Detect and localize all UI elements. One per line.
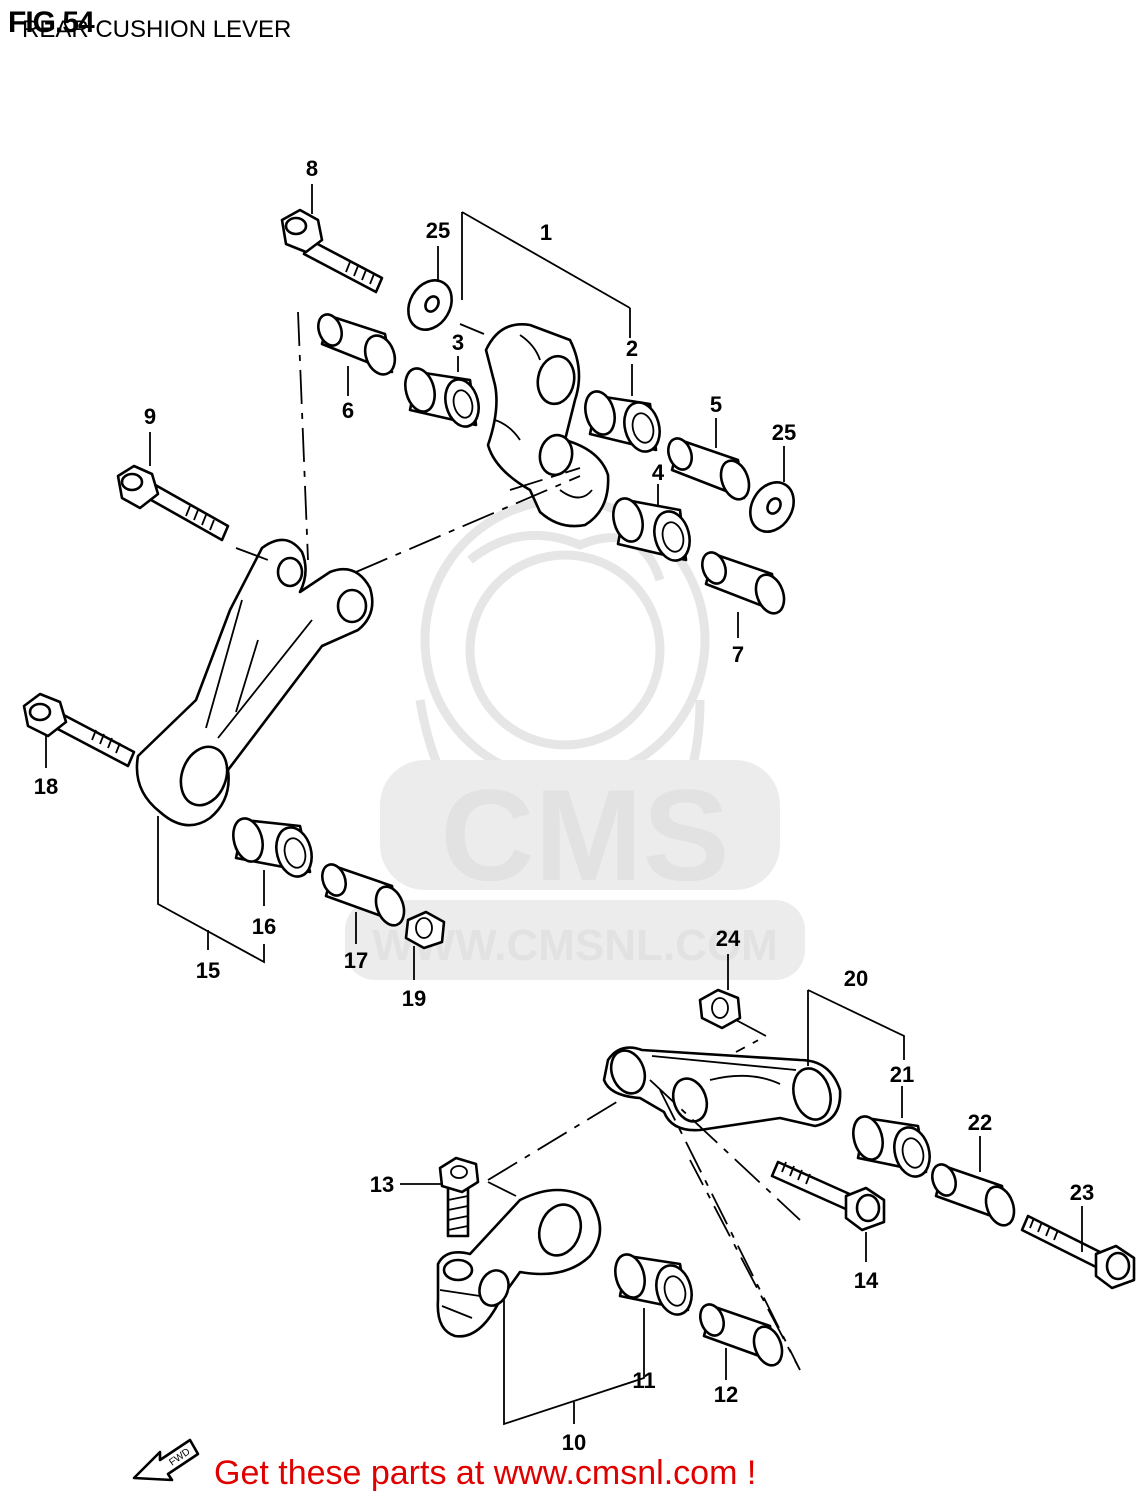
collar-12 — [699, 1303, 784, 1367]
collar-7 — [701, 551, 786, 615]
lever-1 — [484, 322, 610, 528]
bearing-4 — [612, 497, 691, 562]
collar-5 — [667, 437, 751, 501]
callout-4: 4 — [652, 460, 665, 485]
fwd-arrow-icon: FWD — [132, 1438, 200, 1482]
callout-5: 5 — [710, 392, 722, 417]
callout-17: 17 — [344, 948, 368, 973]
bearing-21 — [852, 1115, 931, 1178]
callout-7: 7 — [732, 642, 744, 667]
callout-9: 9 — [144, 404, 156, 429]
figure-number: FIG.54 — [8, 6, 95, 39]
bolt-18 — [22, 692, 136, 768]
callout-1: 1 — [540, 220, 552, 245]
bolt-9 — [116, 464, 230, 542]
bolt-13 — [438, 1156, 480, 1238]
watermark-cms: CMS — [441, 762, 730, 908]
callout-16: 16 — [252, 914, 276, 939]
bearing-16 — [232, 817, 313, 878]
nut-24 — [698, 988, 742, 1030]
callout-24: 24 — [716, 926, 741, 951]
callout-18: 18 — [34, 774, 58, 799]
callout-25-upper: 25 — [426, 218, 450, 243]
nut-19 — [404, 910, 446, 950]
callout-11: 11 — [632, 1368, 655, 1393]
figure-subtitle: REAR CUSHION LEVER — [22, 16, 292, 43]
collar-17 — [321, 863, 406, 927]
callout-13: 13 — [370, 1172, 394, 1197]
collar-22 — [931, 1163, 1016, 1227]
callout-labels: 1 2 3 4 5 6 7 8 9 10 11 12 13 14 15 16 1… — [34, 156, 1094, 1455]
assembly-lines — [235, 311, 801, 1371]
callout-19: 19 — [402, 986, 426, 1011]
callout-8: 8 — [306, 156, 318, 181]
washer-25-upper — [407, 279, 453, 331]
cushion-rod-15 — [135, 538, 374, 827]
washer-25-right — [749, 481, 795, 533]
bolt-14 — [770, 1160, 886, 1232]
lever-10 — [436, 1188, 602, 1338]
callout-2: 2 — [626, 336, 638, 361]
bearing-11 — [614, 1253, 693, 1316]
watermark-logo: CMS WWW.CMSNL.COM — [345, 495, 805, 980]
bolt-8 — [280, 208, 384, 294]
callout-15: 15 — [196, 958, 220, 983]
callout-12: 12 — [714, 1382, 738, 1407]
callout-20: 20 — [844, 966, 868, 991]
callout-21: 21 — [890, 1062, 914, 1087]
callout-6: 6 — [342, 398, 354, 423]
bearing-3 — [404, 367, 480, 428]
collar-6 — [317, 313, 397, 376]
callout-25-right: 25 — [772, 420, 796, 445]
bearing-2 — [584, 390, 661, 453]
leader-lines — [45, 184, 1083, 1426]
callout-10: 10 — [562, 1430, 586, 1455]
callout-14: 14 — [854, 1268, 879, 1293]
arm-20 — [602, 1046, 842, 1132]
callout-3: 3 — [452, 330, 464, 355]
callout-22: 22 — [968, 1110, 992, 1135]
bolt-23 — [1020, 1214, 1136, 1290]
footer-link[interactable]: Get these parts at www.cmsnl.com ! — [214, 1454, 757, 1492]
callout-23: 23 — [1070, 1180, 1094, 1205]
